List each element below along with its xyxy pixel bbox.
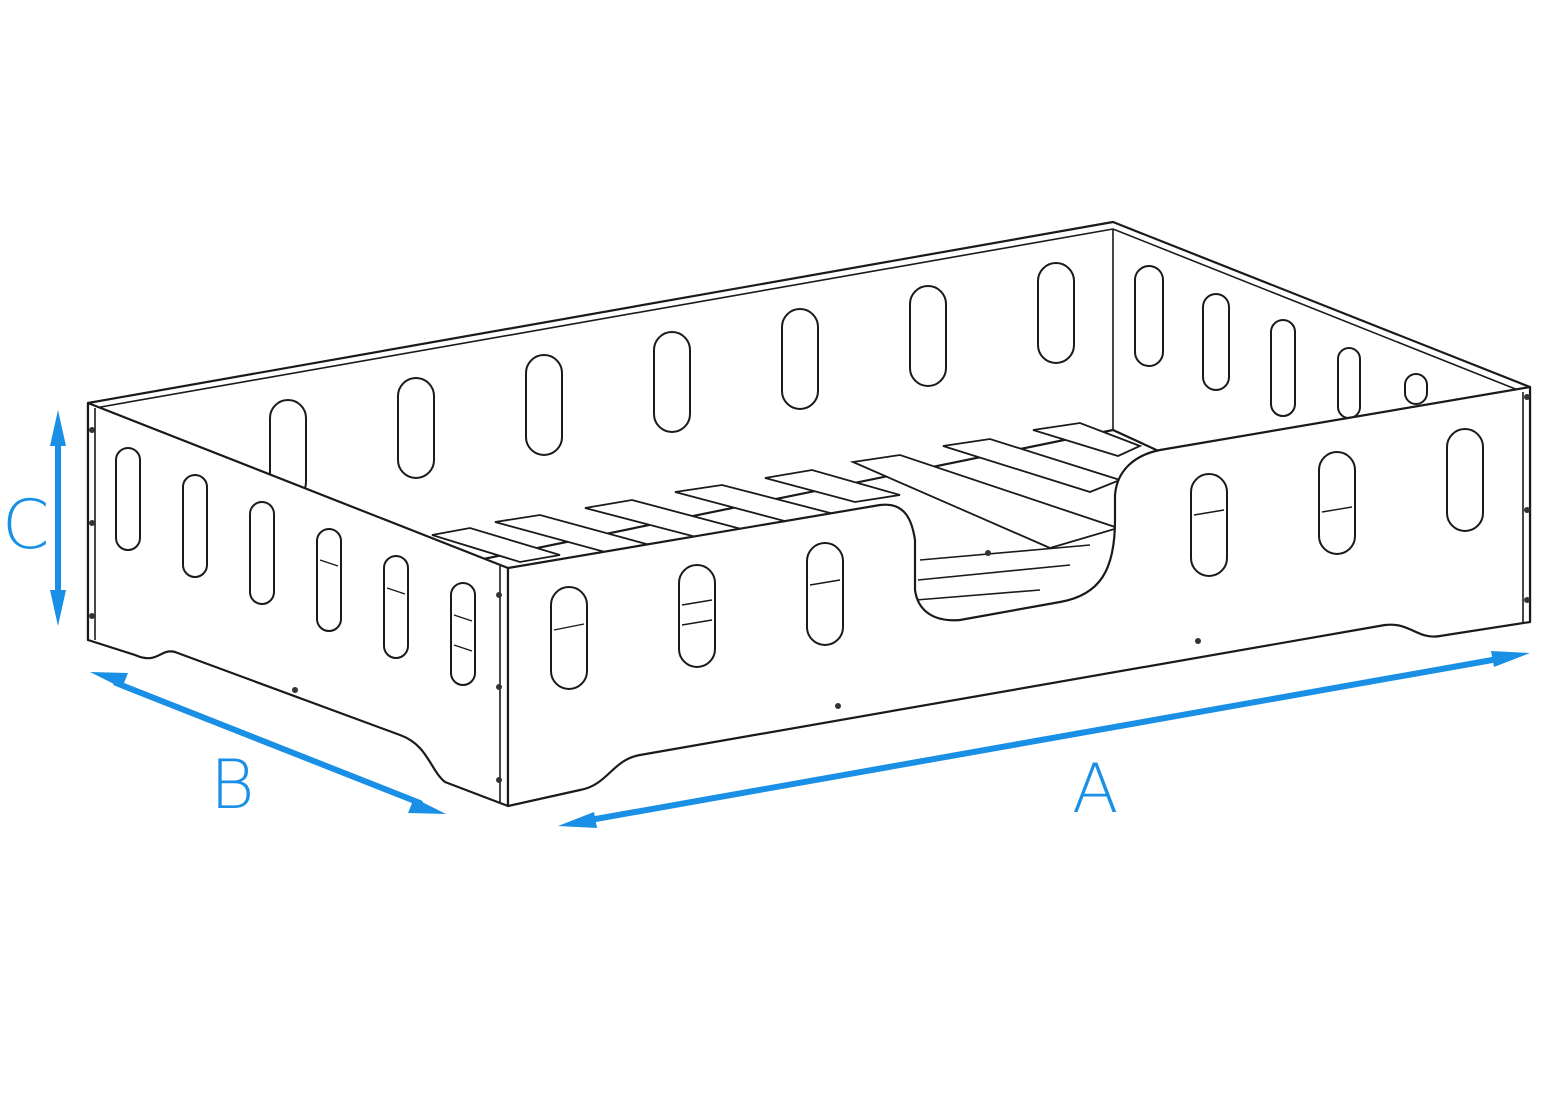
dimension-a-arrow [558, 651, 1530, 828]
dimension-c-label: C [2, 486, 49, 565]
bed-slats [431, 422, 1143, 601]
left-panel-slots [115, 447, 476, 686]
dimension-c-arrow [50, 410, 66, 626]
dimension-b-label: B [210, 746, 255, 825]
front-panel [506, 385, 1532, 808]
screws [89, 394, 1530, 783]
dimension-b-arrow [90, 672, 446, 814]
back-panel-slots [269, 262, 1428, 501]
front-panel-slots [550, 428, 1484, 690]
dimension-a-label: A [1072, 750, 1119, 829]
